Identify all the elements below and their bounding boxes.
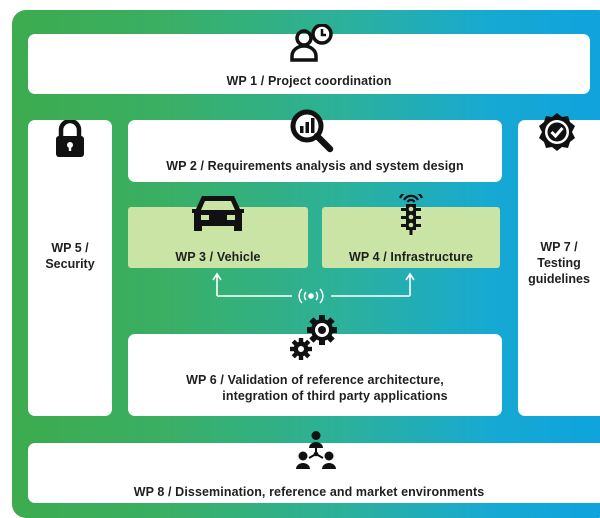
wp5-label-line1: WP 5 /: [51, 241, 89, 255]
wp4-box: WP 4 / Infrastructure: [322, 194, 500, 268]
wp6-box: WP 6 / Validation of reference architect…: [128, 315, 502, 416]
people-network-icon: [296, 430, 336, 470]
wp8-box: WP 8 / Dissemination, reference and mark…: [28, 431, 600, 503]
wp5-label-line2: Security: [45, 257, 95, 271]
car-icon: [190, 193, 246, 233]
traffic-light-icon: [396, 194, 426, 236]
wireless-signal-icon: [298, 288, 324, 304]
wp8-label: WP 8 / Dissemination, reference and mark…: [133, 485, 485, 499]
wp7-label-line2: Testing: [537, 256, 581, 270]
wp6-label-line2: integration of third party applications: [222, 389, 448, 403]
wp4-label: WP 4 / Infrastructure: [348, 250, 474, 264]
person-clock-icon: [290, 24, 336, 64]
wp2-box: WP 2 / Requirements analysis and system …: [128, 109, 502, 182]
wp3-wp4-connector: [212, 272, 415, 304]
gears-icon: [288, 314, 340, 362]
wp3-label: WP 3 / Vehicle: [175, 250, 261, 264]
checkmark-badge-icon: [537, 112, 577, 152]
wp7-box: WP 7 / Testing guidelines: [518, 113, 600, 416]
wp1-box: WP 1 / Project coordination: [28, 24, 590, 94]
wp2-label: WP 2 / Requirements analysis and system …: [166, 159, 464, 173]
wp1-label: WP 1 / Project coordination: [226, 74, 392, 88]
wp7-label-line1: WP 7 /: [540, 240, 578, 254]
wp5-box: WP 5 / Security: [28, 120, 112, 416]
wp6-label-line1: WP 6 / Validation of reference architect…: [186, 373, 444, 387]
wp3-box: WP 3 / Vehicle: [128, 196, 308, 268]
wp7-label-line3: guidelines: [528, 272, 590, 286]
padlock-icon: [52, 120, 88, 158]
magnifier-chart-icon: [288, 107, 334, 153]
